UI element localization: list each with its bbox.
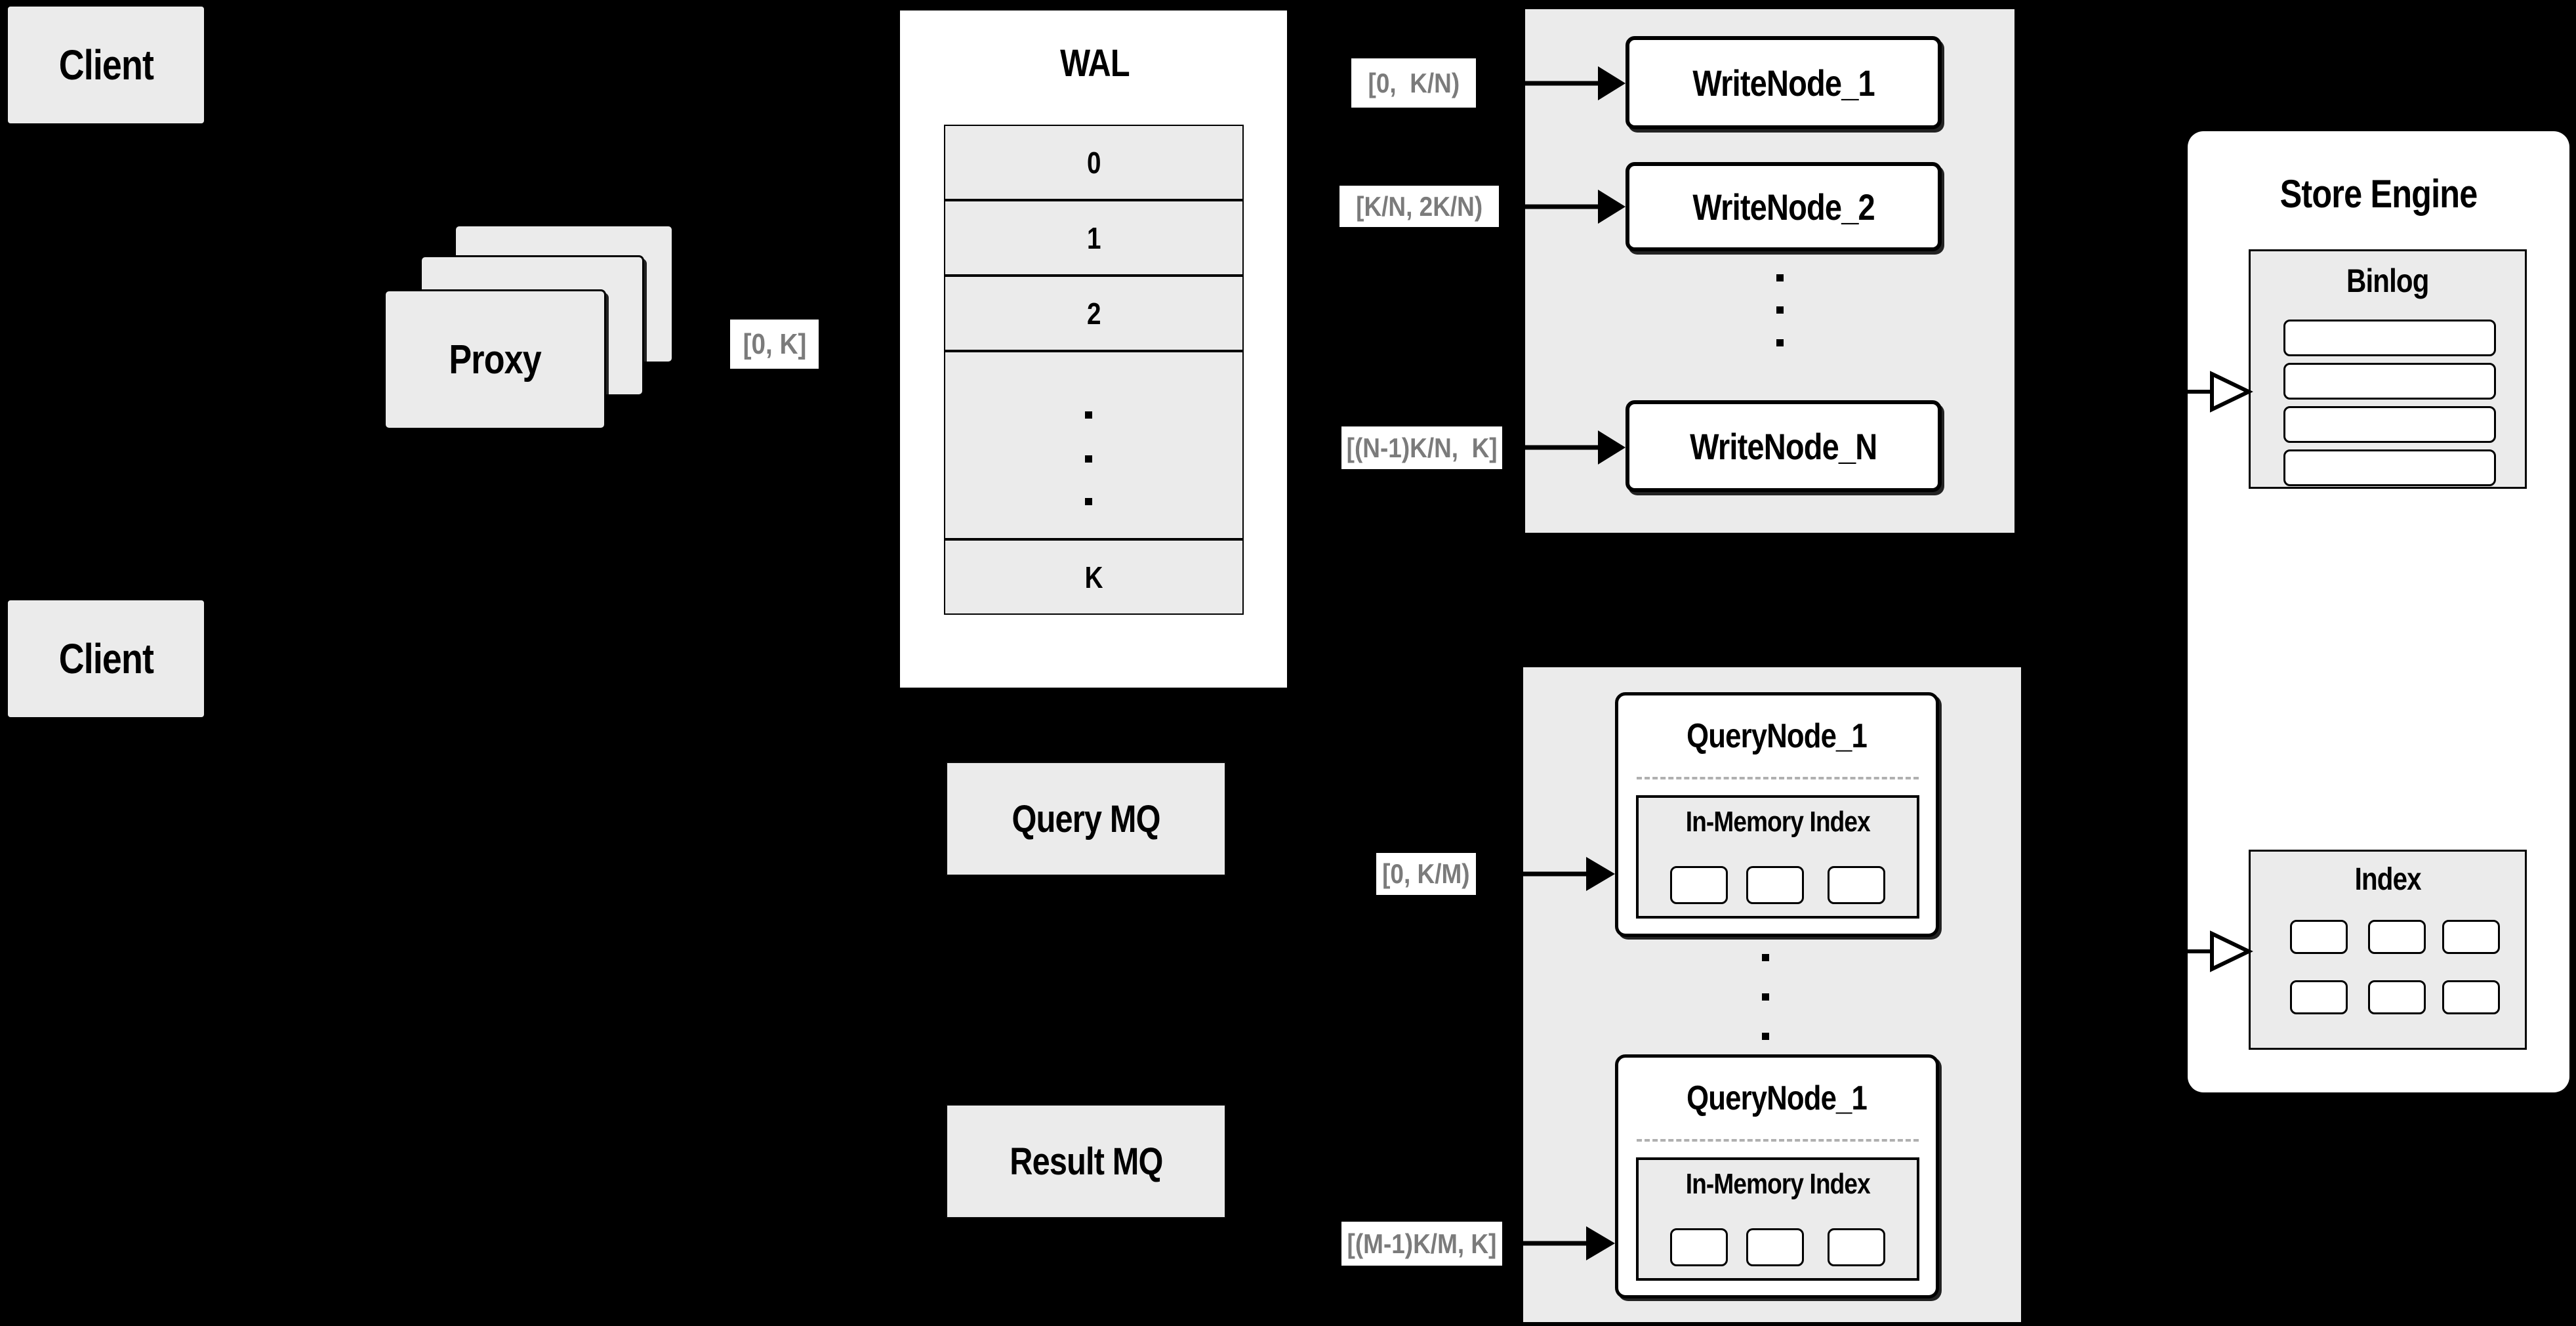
query-mq-box: Query MQ: [946, 762, 1226, 876]
wal-segment-ellipsis: [944, 351, 1244, 539]
wal-title: WAL: [1060, 41, 1130, 85]
client-bottom-label: Client: [58, 635, 153, 682]
query-node-top-title: QueryNode_1: [1687, 717, 1868, 755]
in-memory-index-title: In-Memory Index: [1685, 806, 1870, 838]
write-node-2-box: WriteNode_2: [1625, 162, 1942, 251]
in-memory-index-title: In-Memory Index: [1685, 1168, 1870, 1200]
index-cell: [2442, 980, 2500, 1014]
binlog-title: Binlog: [2346, 262, 2429, 299]
index-box: Index: [2249, 850, 2527, 1050]
binlog-row: [2283, 320, 2496, 356]
query-node-bottom-title: QueryNode_1: [1687, 1079, 1868, 1117]
index-segment-cell: [1746, 1228, 1804, 1266]
index-segment-cell: [1670, 1228, 1728, 1266]
binlog-box: Binlog: [2249, 249, 2527, 489]
range-label-0-km: [0, K/M): [1376, 853, 1476, 895]
binlog-row: [2283, 406, 2496, 443]
wal-container: WAL 0 1 2 K: [899, 9, 1288, 689]
wal-segment-1: 1: [944, 200, 1244, 276]
index-title: Index: [2354, 861, 2421, 897]
query-node-bottom-box: QueryNode_1 In-Memory Index: [1615, 1054, 1939, 1298]
index-segment-cell: [1746, 866, 1804, 904]
range-label-0-k: [0, K]: [730, 320, 819, 369]
query-nodes-ellipsis-dot: [1762, 1033, 1769, 1040]
wal-ellipsis-dot: [1085, 455, 1092, 463]
proxy-label: Proxy: [449, 337, 541, 383]
wal-segment-0: 0: [944, 125, 1244, 200]
query-nodes-ellipsis-dot: [1762, 954, 1769, 961]
proxy-box: Proxy: [384, 289, 606, 430]
index-cell: [2442, 920, 2500, 954]
client-box-top: Client: [7, 5, 205, 125]
index-cell: [2290, 920, 2348, 954]
index-segment-cell: [1670, 866, 1728, 904]
query-node-top-box: QueryNode_1 In-Memory Index: [1615, 692, 1939, 937]
in-memory-index-box-top: In-Memory Index: [1636, 795, 1919, 919]
client-top-label: Client: [58, 41, 153, 89]
range-label-0-kn: [0, K/N): [1351, 58, 1476, 108]
write-nodes-ellipsis-dot: [1776, 306, 1784, 314]
store-engine-panel: Store Engine Binlog Index: [2188, 131, 2569, 1092]
wal-segment-k: K: [944, 539, 1244, 615]
write-node-1-box: WriteNode_1: [1625, 36, 1942, 129]
wal-ellipsis-dot: [1085, 498, 1092, 505]
range-label-kn-2kn: [K/N, 2K/N): [1339, 186, 1499, 227]
index-segment-cell: [1828, 866, 1885, 904]
index-cell: [2368, 980, 2426, 1014]
dashed-separator: [1637, 1139, 1919, 1142]
index-cell: [2368, 920, 2426, 954]
index-segment-cell: [1828, 1228, 1885, 1266]
result-mq-box: Result MQ: [946, 1104, 1226, 1218]
client-box-bottom: Client: [7, 599, 205, 718]
range-label-n1kn-k: [(N-1)K/N, K]: [1341, 426, 1502, 469]
binlog-row: [2283, 449, 2496, 486]
index-cell: [2290, 980, 2348, 1014]
write-nodes-ellipsis-dot: [1776, 339, 1784, 346]
query-nodes-ellipsis-dot: [1762, 993, 1769, 1001]
wal-ellipsis-dot: [1085, 411, 1092, 419]
write-node-n-box: WriteNode_N: [1625, 400, 1942, 492]
wal-segment-2: 2: [944, 276, 1244, 351]
store-engine-title: Store Engine: [2280, 171, 2478, 216]
range-label-m1km-k: [(M-1)K/M, K]: [1341, 1222, 1502, 1266]
in-memory-index-box-bottom: In-Memory Index: [1636, 1157, 1919, 1281]
binlog-row: [2283, 363, 2496, 400]
write-nodes-ellipsis-dot: [1776, 274, 1784, 281]
dashed-separator: [1637, 777, 1919, 779]
